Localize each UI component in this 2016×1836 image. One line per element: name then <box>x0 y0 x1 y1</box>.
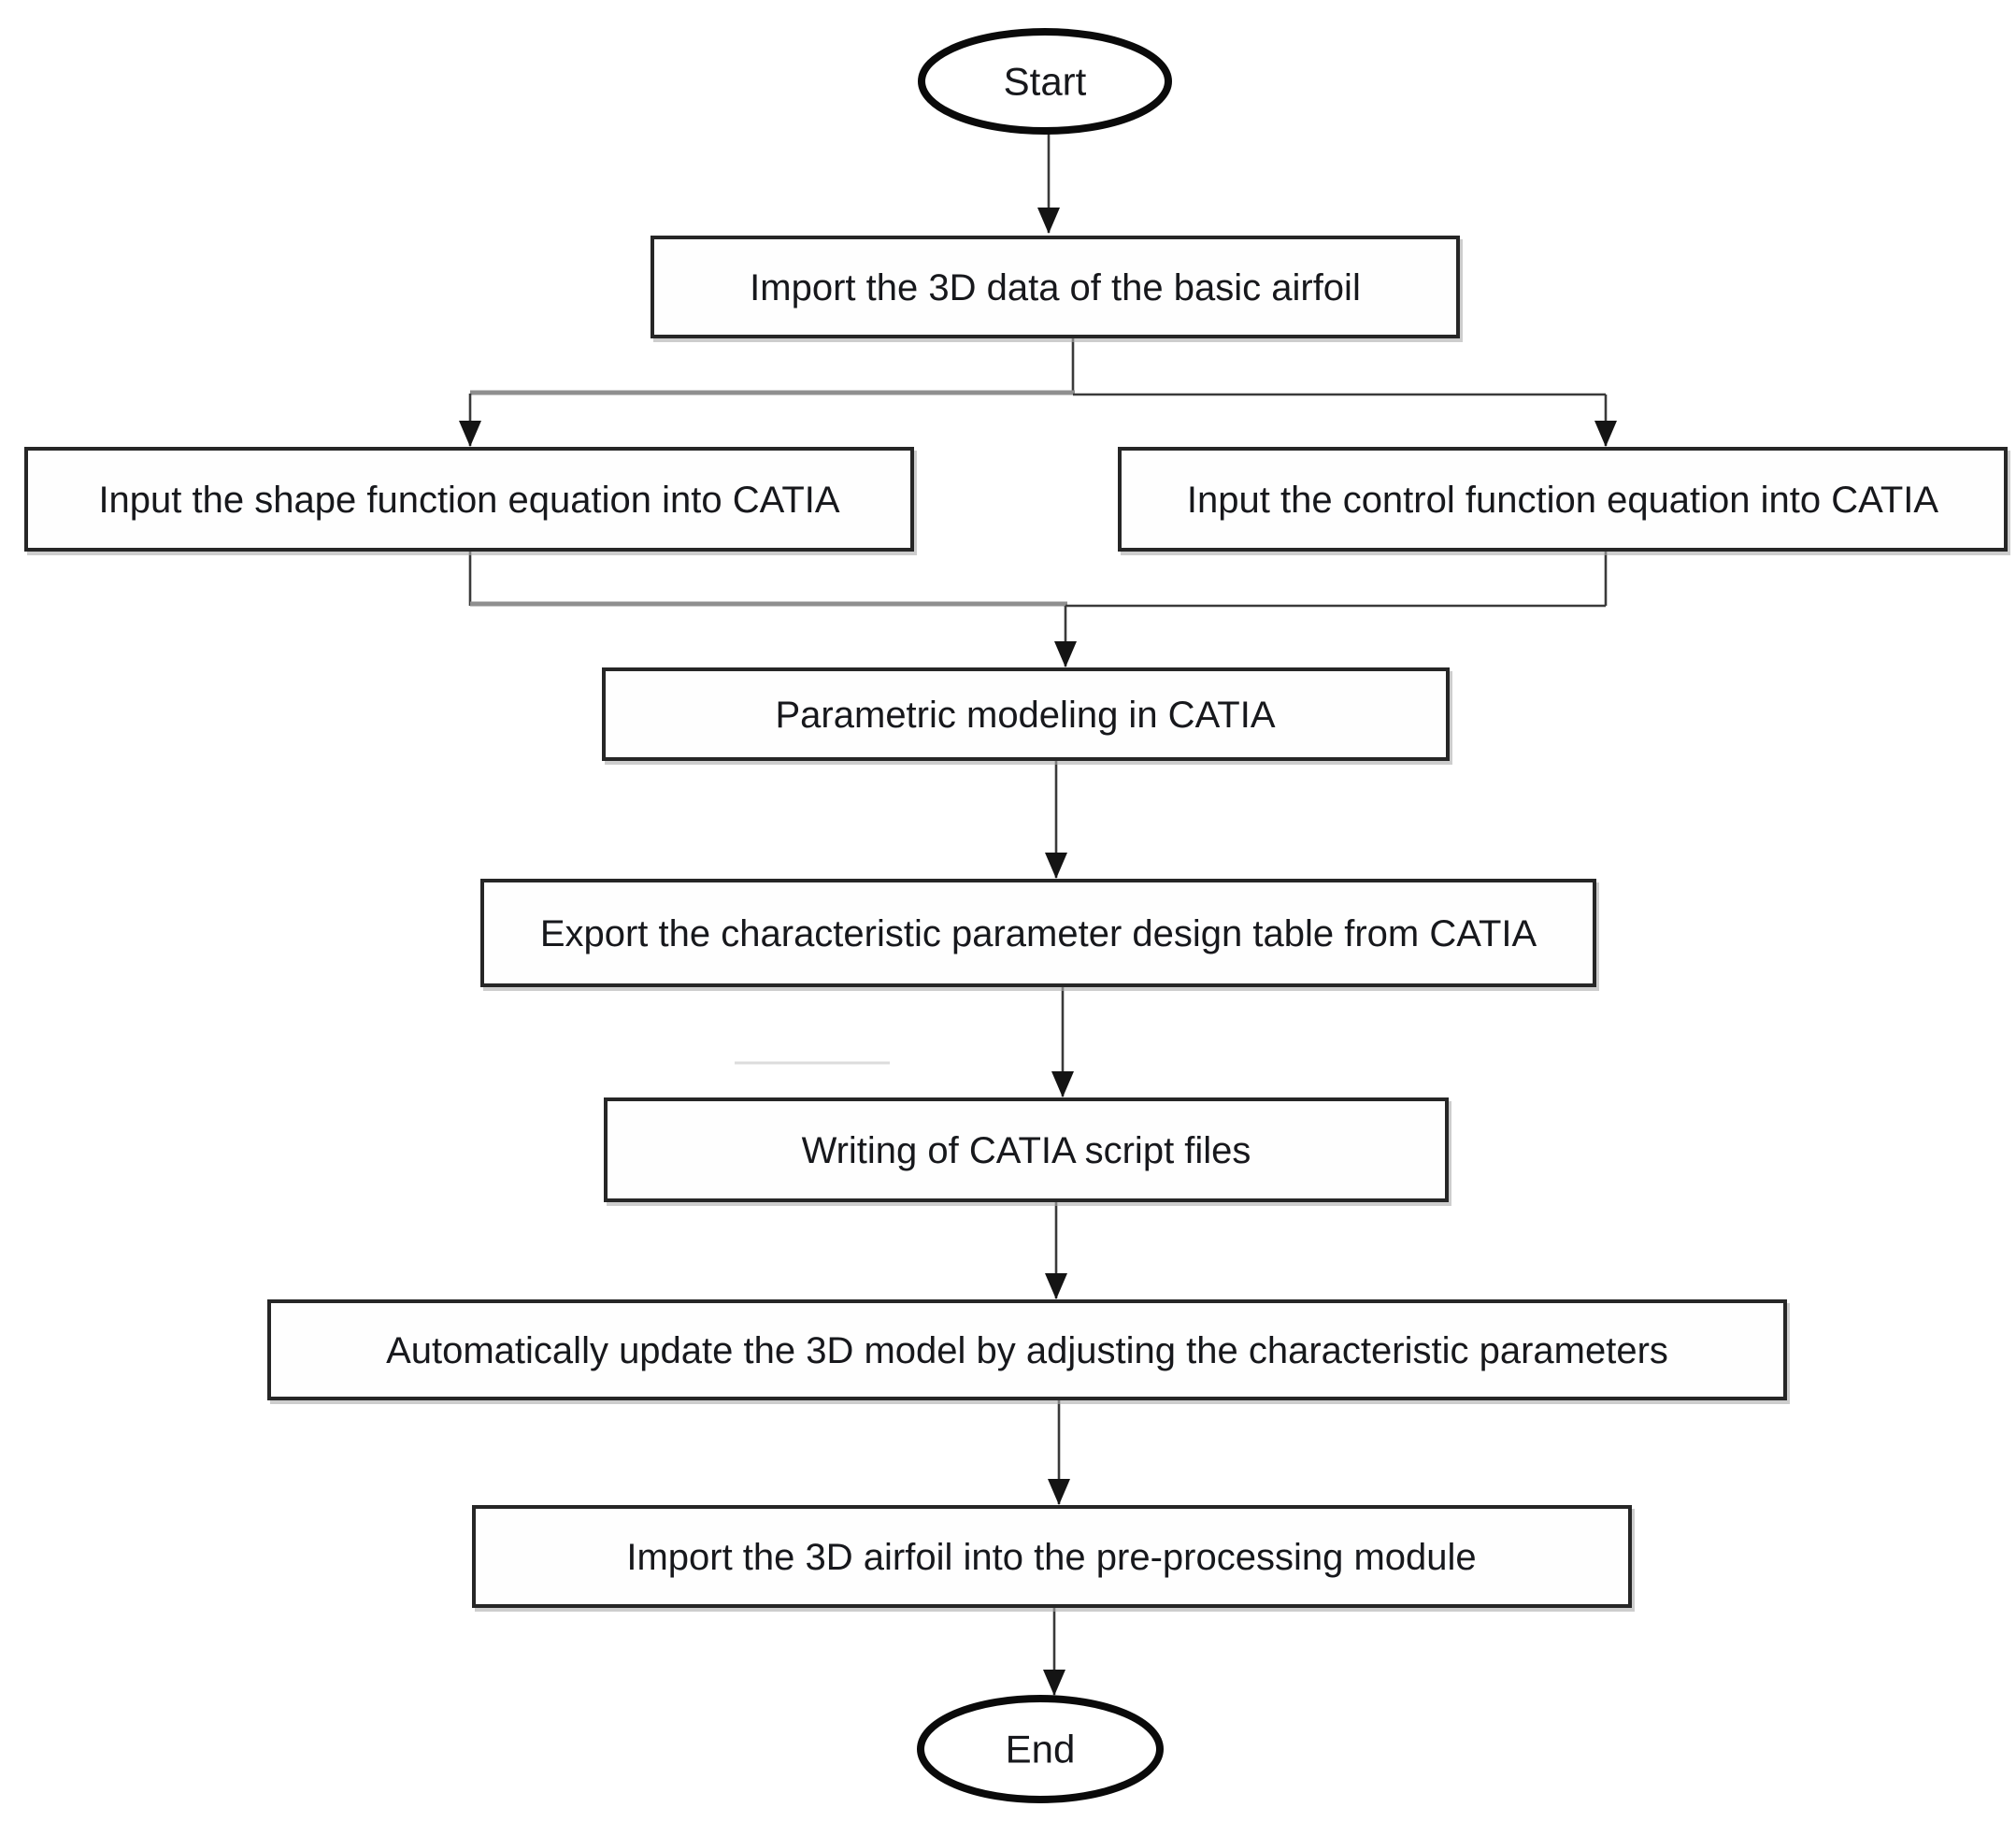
process-parametric-modeling-shape <box>602 667 1450 761</box>
process-import-data-shape <box>651 236 1460 338</box>
import-data-label: Import the 3D data of the basic airfoil <box>750 267 1361 308</box>
control-equation-label: Input the control function equation into… <box>1187 480 1939 521</box>
process-export-table-shape <box>480 879 1596 987</box>
node-import-airfoil: Import the 3D airfoil into the pre-proce… <box>472 1505 1635 1612</box>
node-script-files: Writing of CATIA script files <box>604 1097 1451 1206</box>
start-label: Start <box>1004 60 1087 104</box>
end-label: End <box>1006 1728 1076 1771</box>
start-terminator-shape <box>918 28 1172 135</box>
auto-update-label: Automatically update the 3D model by adj… <box>386 1330 1668 1371</box>
connectors <box>459 132 1617 1696</box>
node-parametric-modeling: Parametric modeling in CATIA <box>602 667 1452 765</box>
process-script-files-shape <box>604 1097 1449 1202</box>
node-auto-update: Automatically update the 3D model by adj… <box>267 1299 1790 1404</box>
process-control-equation-shape <box>1118 447 2008 552</box>
node-control-equation: Input the control function equation into… <box>1118 447 2010 555</box>
shape-equation-label: Input the shape function equation into C… <box>98 480 839 521</box>
process-import-airfoil-shape <box>472 1505 1632 1608</box>
node-start: Start <box>918 28 1172 135</box>
end-terminator-shape <box>917 1695 1164 1803</box>
export-table-label: Export the characteristic parameter desi… <box>540 913 1537 954</box>
process-shape-equation-shape <box>24 447 914 552</box>
script-files-label: Writing of CATIA script files <box>802 1130 1251 1171</box>
node-export-table: Export the characteristic parameter desi… <box>480 879 1599 991</box>
import-airfoil-label: Import the 3D airfoil into the pre-proce… <box>626 1537 1476 1578</box>
node-import-data: Import the 3D data of the basic airfoil <box>651 236 1463 342</box>
parametric-modeling-label: Parametric modeling in CATIA <box>776 695 1276 736</box>
node-end: End <box>917 1695 1164 1803</box>
process-auto-update-shape <box>267 1299 1787 1400</box>
node-shape-equation: Input the shape function equation into C… <box>24 447 917 555</box>
